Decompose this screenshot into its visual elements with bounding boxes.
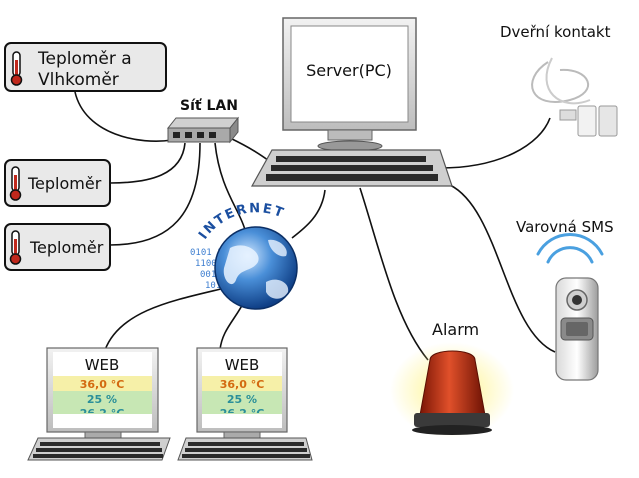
wire-server-door (439, 117, 551, 169)
sensor-box-2: Teploměr (4, 159, 111, 207)
wire-sensor1-switch (74, 91, 173, 142)
web-1-title: WEB (85, 356, 120, 374)
web-2-humidity: 25 % (227, 393, 257, 406)
sensor-2-label: Teploměr (27, 174, 102, 193)
connection-wires (74, 91, 556, 361)
web-client-1: WEB 36,0 °C 25 % 26,2 °C (27, 347, 171, 461)
sensor-1-label-line1: Teploměr a (37, 49, 132, 69)
web-2-temp: 36,0 °C (220, 378, 265, 391)
web-client-2: WEB 36,0 °C 25 % 26,2 °C (177, 347, 313, 461)
alarm-label: Alarm (432, 320, 479, 339)
thermometer-icon (9, 230, 22, 265)
lan-label: Síť LAN (180, 98, 238, 114)
lan-switch: Síť LAN (166, 98, 240, 144)
sensor-box-3: Teploměr (4, 223, 111, 271)
wire-sensor2-switch (109, 142, 186, 184)
sms-phone: Varovná SMS (516, 218, 614, 381)
sms-label: Varovná SMS (516, 218, 614, 236)
wire-internet-web1 (104, 287, 226, 351)
thermometer-icon (10, 51, 23, 86)
wire-server-internet (291, 189, 326, 239)
web-2-extra: 26,2 °C (220, 407, 265, 420)
sensor-3-label: Teploměr (29, 238, 104, 257)
wire-server-phone (449, 184, 556, 353)
server-label: Server(PC) (306, 61, 392, 80)
server-pc: Server(PC) (250, 17, 453, 187)
wire-switch-internet (214, 142, 246, 231)
door-contact: Dveřní kontakt (500, 23, 618, 137)
wire-internet-web2 (219, 299, 246, 351)
thermometer-icon (9, 166, 22, 201)
web-1-humidity: 25 % (87, 393, 117, 406)
sensor-1-label-line2: Vlhkoměr (38, 70, 119, 90)
web-1-temp: 36,0 °C (80, 378, 125, 391)
sensor-box-1: Teploměr a Vlhkoměr (4, 42, 167, 92)
web-1-extra: 26,2 °C (80, 407, 125, 420)
wire-server-alarm (359, 187, 429, 361)
wire-sensor3-switch (109, 142, 201, 246)
keyboard-keys (266, 156, 438, 181)
wireless-signal-icon (536, 232, 604, 264)
alarm-light: Alarm (390, 320, 514, 438)
door-contact-label: Dveřní kontakt (500, 23, 611, 41)
web-2-title: WEB (225, 356, 260, 374)
